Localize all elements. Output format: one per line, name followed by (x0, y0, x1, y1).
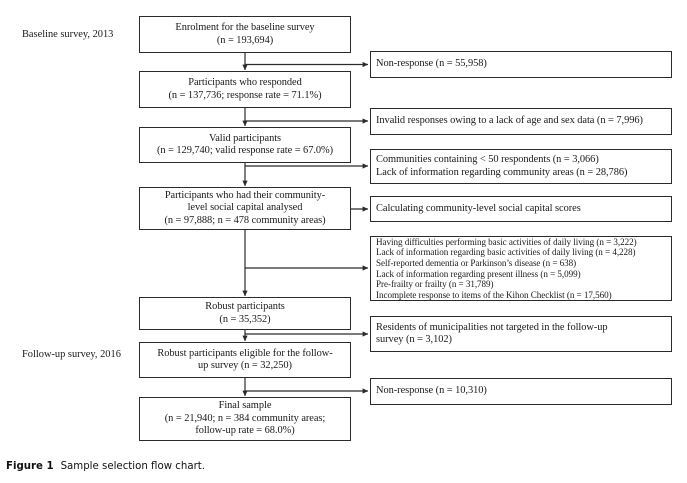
exclusion-line: Communities containing < 50 respondents … (376, 154, 599, 166)
figure-caption: Figure 1 Sample selection flow chart. (6, 461, 205, 472)
figure-number: Figure 1 (6, 461, 54, 472)
node-line: (n = 21,940; n = 384 community areas; (164, 412, 326, 424)
node-line: (n = 35,352) (219, 313, 271, 325)
node-responded: Participants who responded (n = 137,736;… (139, 71, 351, 108)
exclusion-non-response-baseline: Non-response (n = 55,958) (370, 51, 672, 78)
exclusion-line: Having difficulties performing basic act… (376, 236, 637, 247)
exclusion-community: Communities containing < 50 respondents … (370, 149, 672, 184)
node-robust-participants: Robust participants (n = 35,352) (139, 297, 351, 330)
exclusion-line: Lack of information regarding community … (376, 166, 628, 178)
node-line: (n = 97,888; n = 478 community areas) (164, 214, 326, 226)
node-line: Participants who had their community- (164, 189, 326, 201)
node-line: level social capital analysed (187, 202, 303, 214)
exclusion-line: Non-response (n = 55,958) (376, 58, 487, 70)
node-enrolment: Enrolment for the baseline survey (n = 1… (139, 16, 351, 53)
exclusion-line: Calculating community-level social capit… (376, 202, 581, 214)
stage-label-baseline: Baseline survey, 2013 (22, 29, 113, 41)
stage-label-followup-text: Follow-up survey, 2016 (22, 349, 121, 360)
node-valid-participants: Valid participants (n = 129,740; valid r… (139, 127, 351, 163)
node-line: Final sample (218, 400, 272, 412)
node-line: up survey (n = 32,250) (198, 360, 292, 371)
exclusion-line: Lack of information regarding basic acti… (376, 247, 636, 258)
node-eligible-followup: Robust participants eligible for the fol… (139, 342, 351, 378)
exclusion-non-response-followup: Non-response (n = 10,310) (370, 378, 672, 405)
node-line: (n = 129,740; valid response rate = 67.0… (156, 145, 334, 156)
exclusion-line: survey (n = 3,102) (376, 334, 452, 345)
exclusion-line: Residents of municipalities not targeted… (376, 321, 608, 333)
stage-label-followup: Follow-up survey, 2016 (22, 349, 121, 361)
node-line: (n = 137,736; response rate = 71.1%) (168, 89, 322, 101)
exclusion-line: Self-reported dementia or Parkinson’s di… (376, 257, 577, 268)
node-line: Valid participants (208, 132, 282, 144)
exclusion-not-targeted: Residents of municipalities not targeted… (370, 316, 672, 352)
exclusion-line: Invalid responses owing to a lack of age… (376, 115, 643, 127)
node-line: Enrolment for the baseline survey (175, 22, 315, 34)
stage-label-baseline-text: Baseline survey, 2013 (22, 29, 114, 40)
exclusion-robust-criteria: Having difficulties performing basic act… (370, 236, 672, 301)
exclusion-invalid-responses: Invalid responses owing to a lack of age… (370, 108, 672, 135)
node-line: Robust participants (205, 301, 285, 313)
exclusion-line: Pre-frailty or frailty (n = 31,789) (376, 279, 494, 290)
node-line: Participants who responded (188, 77, 302, 89)
node-line: Robust participants eligible for the fol… (157, 347, 333, 359)
exclusion-line: Lack of information regarding present il… (376, 268, 581, 279)
exclusion-calculating-scores: Calculating community-level social capit… (370, 196, 672, 222)
node-community-analysed: Participants who had their community- le… (139, 187, 351, 230)
node-line: (n = 193,694) (216, 34, 274, 46)
figure-caption-text: Sample selection flow chart. (60, 461, 205, 472)
node-line: follow-up rate = 68.0%) (195, 425, 295, 437)
exclusion-line: Non-response (n = 10,310) (376, 385, 487, 397)
exclusion-line: Incomplete response to items of the Kiho… (376, 289, 612, 300)
node-final-sample: Final sample (n = 21,940; n = 384 commun… (139, 397, 351, 441)
